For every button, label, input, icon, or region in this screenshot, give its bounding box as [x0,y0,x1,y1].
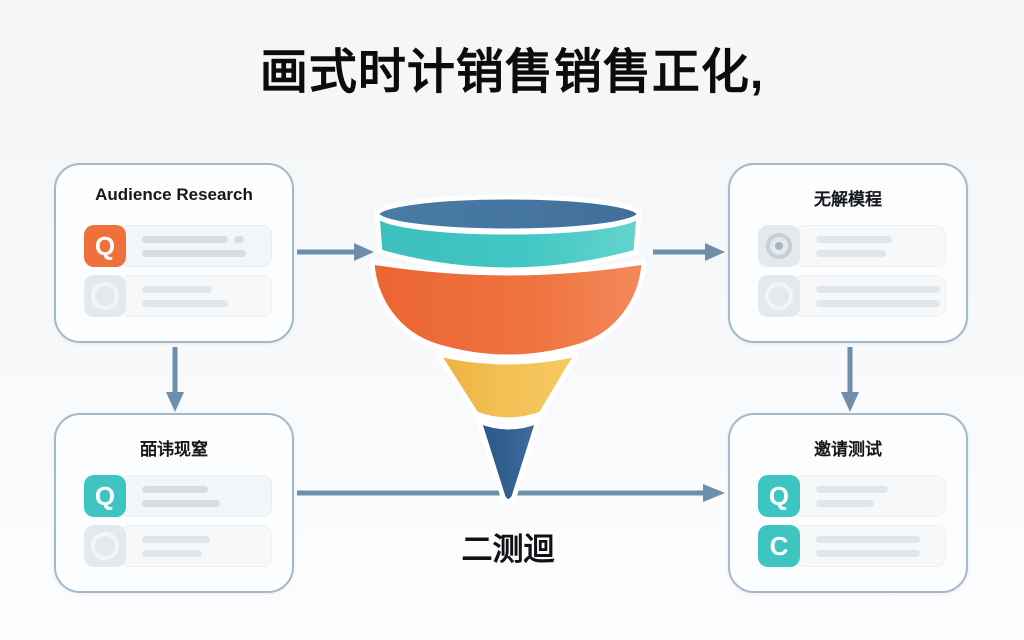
placeholder-line [816,550,920,557]
search-icon: Q [758,475,800,517]
card-audience-research: Audience Research Q [54,163,294,343]
placeholder-line [142,250,246,257]
funnel-spout [476,418,541,504]
placeholder-line [142,286,212,293]
list-item: Q [84,475,272,517]
list-row-background [794,475,946,517]
funnel-top-rim [374,194,642,234]
funnel-stage-2 [369,259,647,360]
placeholder-line [142,536,210,543]
list-row-background [120,525,272,567]
placeholder-lines [816,286,940,314]
c-icon: C [758,525,800,567]
placeholder-lines [816,486,888,514]
list-row-background [794,525,946,567]
card-bottom-left: 皕讳现窒 Q [54,413,294,593]
placeholder-lines [142,536,210,564]
list-item: C [758,525,946,567]
placeholder-lines [142,286,228,314]
arrow-top-left-to-bottom-left [166,347,184,412]
list-row-background [794,275,946,317]
list-row-background [120,225,272,267]
card-title: 皕讳现窒 [140,440,208,459]
placeholder-line [816,236,892,243]
placeholder-line [142,486,208,493]
circle-icon [758,275,800,317]
list-item: Q [84,225,272,267]
search-icon: Q [84,475,126,517]
list-row-background [120,275,272,317]
list-item [84,275,272,317]
page-title: 画式时计销售销售正化, [259,46,765,99]
funnel-stage-3 [435,351,580,423]
placeholder-line [142,500,220,507]
placeholder-line [816,500,874,507]
placeholder-lines [816,536,920,564]
list-item: Q [758,475,946,517]
list-row-background [794,225,946,267]
card-bottom-right: 邀请测试 Q C [728,413,968,593]
arrow-funnel-to-top-right [653,243,725,261]
card-title: Audience Research [95,185,253,204]
card-title: 无解模程 [814,190,882,209]
placeholder-lines [816,236,892,264]
placeholder-line [816,536,920,543]
circle-icon [84,275,126,317]
list-item [758,275,946,317]
placeholder-line [816,300,940,307]
arrow-top-left-to-funnel [297,243,374,261]
list-item [84,525,272,567]
placeholder-line [142,236,246,243]
search-icon: Q [84,225,126,267]
lens-icon [758,225,800,267]
card-top-right: 无解模程 [728,163,968,343]
circle-icon [84,525,126,567]
arrow-top-right-to-bottom-right [841,347,859,412]
placeholder-line [142,550,202,557]
placeholder-line [142,300,228,307]
funnel-caption: 二测迴 [461,532,555,567]
placeholder-lines [142,486,220,514]
placeholder-lines [142,236,246,264]
placeholder-line [816,486,888,493]
placeholder-line [816,250,886,257]
list-item [758,225,946,267]
card-title: 邀请测试 [814,440,882,459]
placeholder-line [816,286,940,293]
